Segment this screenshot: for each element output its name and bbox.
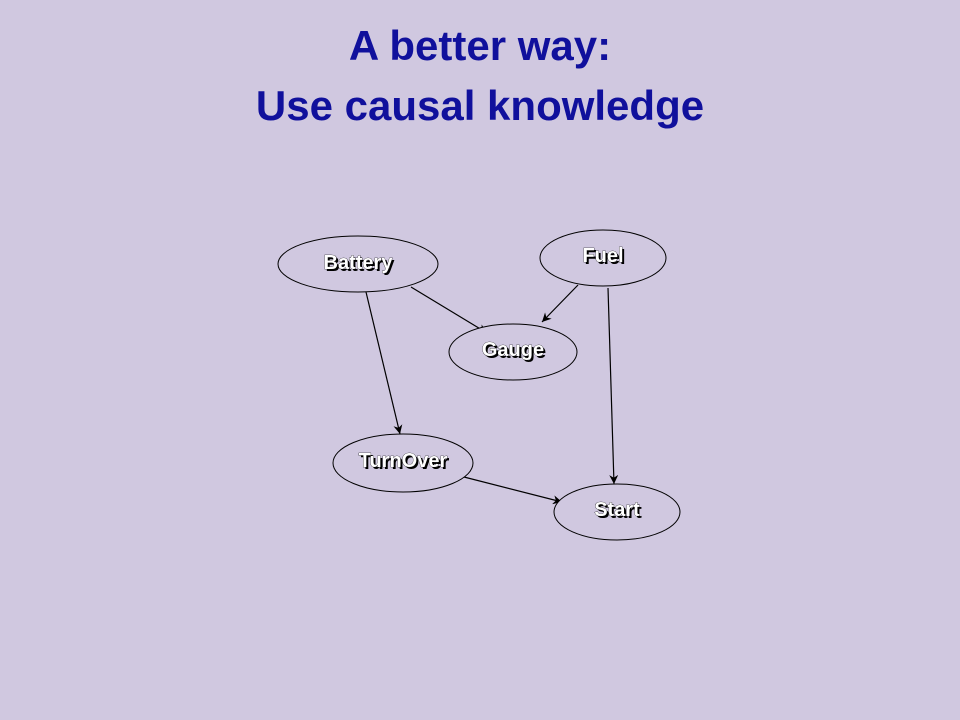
slide-title-line-2: Use causal knowledge [255,82,705,129]
node-turnover-label-shadow: TurnOver [361,452,450,474]
edge-battery-to-gauge [410,286,488,334]
node-fuel-label-shadow: Fuel [584,247,625,269]
node-fuel-label: Fuel [582,245,623,267]
edge-turnover-to-start [463,476,563,505]
edge-fuel-to-start [607,287,619,485]
node-fuel: Fuel Fuel [539,229,667,287]
node-gauge-label: Gauge [482,339,544,361]
node-turnover-label: TurnOver [359,450,448,472]
node-battery: Battery Battery [277,235,439,293]
edge-fuel-to-gauge [541,284,579,323]
node-battery-label-shadow: Battery [326,254,396,276]
edge-battery-to-turnover [365,291,403,435]
node-start-label: Start [594,499,640,521]
node-gauge: Gauge Gauge [448,323,578,381]
node-start-label-shadow: Start [596,501,642,523]
node-turnover: TurnOver TurnOver [332,433,474,493]
node-battery-label: Battery [324,252,394,274]
node-gauge-label-shadow: Gauge [484,341,546,363]
node-start: Start Start [553,483,681,541]
slide-title-line-1: A better way: [348,22,612,69]
